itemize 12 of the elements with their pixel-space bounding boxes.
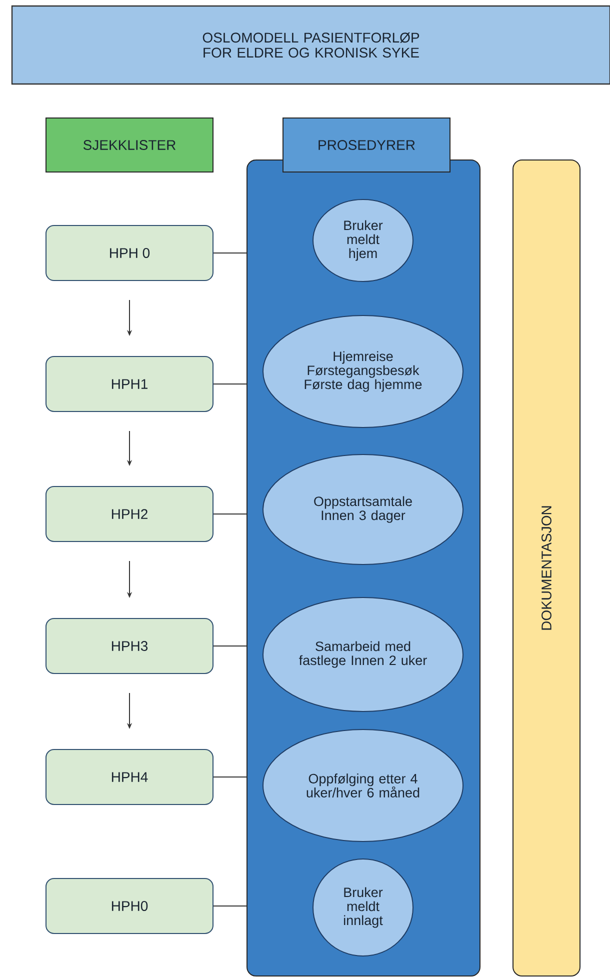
header-box: SJEKKLISTER xyxy=(46,118,214,172)
title-banner: OSLOMODELL PASIENTFORLØP FOR ELDRE OG KRONISK SYKE xyxy=(11,5,610,85)
connector-line xyxy=(213,776,247,778)
checklist-box: HPH4 xyxy=(46,749,214,805)
documentation-bar: DOKUMENTASJON xyxy=(512,160,580,976)
checklist-box: HPH3 xyxy=(46,618,214,674)
checklist-box: HPH 0 xyxy=(46,225,214,281)
connector-line xyxy=(213,252,247,254)
checklist-box: HPH1 xyxy=(46,356,214,412)
checklist-box: HPH2 xyxy=(46,486,214,542)
header-tab: PROSEDYRER xyxy=(282,118,450,172)
checklist-box: HPH0 xyxy=(46,878,214,934)
